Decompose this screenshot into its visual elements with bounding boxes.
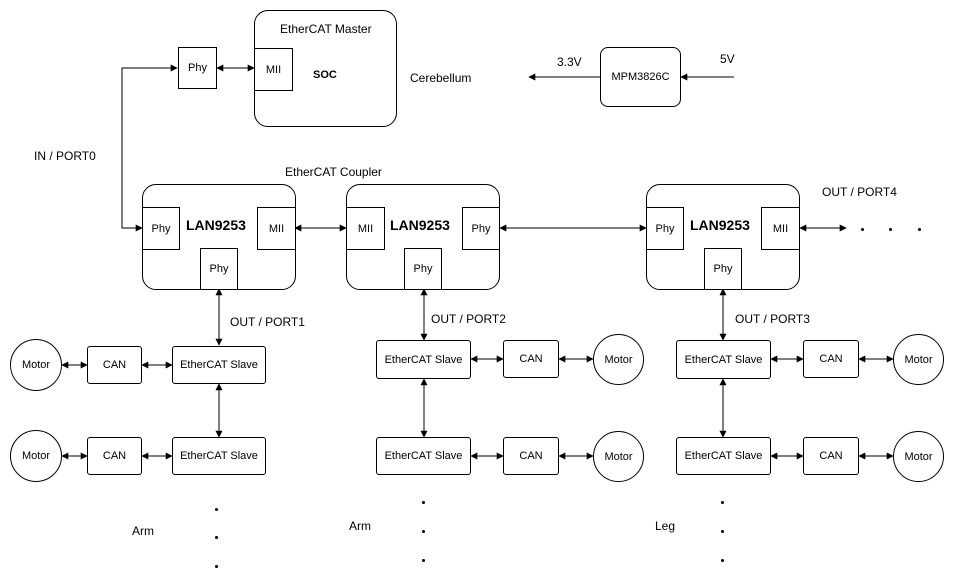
power-out-label: 3.3V (557, 55, 582, 69)
ethercat-slave-4: EtherCAT Slave (376, 437, 471, 475)
can-1: CAN (87, 346, 142, 384)
chain2-dot-3 (422, 559, 425, 562)
ethercat-slave-6: EtherCAT Slave (676, 437, 771, 475)
in-port0-label: IN / PORT0 (34, 149, 96, 163)
group-label-2: Arm (349, 519, 371, 533)
port2-label: OUT / PORT2 (431, 312, 506, 326)
lan9253-3-phy-left: Phy (646, 207, 684, 250)
can-label: CAN (519, 353, 543, 365)
chain1-dot-1 (215, 508, 218, 511)
lan9253-2-mii-left: MII (346, 207, 385, 250)
chain2-dot-1 (422, 501, 425, 504)
phy-label: Phy (713, 263, 733, 275)
slave-label: EtherCAT Slave (180, 359, 258, 371)
slave-label: EtherCAT Slave (684, 353, 763, 366)
port1-label: OUT / PORT1 (230, 315, 305, 329)
motor-6: Motor (893, 431, 944, 482)
slave-label: EtherCAT Slave (180, 450, 258, 462)
chain1-dot-3 (215, 565, 218, 568)
mii-label: MII (772, 222, 789, 235)
lan9253-3-mii-right: MII (761, 207, 800, 250)
port4-label: OUT / PORT4 (822, 185, 897, 199)
in-port0-link (121, 64, 178, 232)
chain2-dot-2 (422, 530, 425, 533)
ethercat-slave-3: EtherCAT Slave (376, 340, 471, 379)
slave-label: EtherCAT Slave (384, 353, 463, 366)
group-label-1: Arm (132, 524, 154, 538)
lan9253-2-phy-right: Phy (462, 207, 500, 250)
phy-label: Phy (655, 222, 675, 235)
chain3-dot-3 (721, 559, 724, 562)
lan9253-1-label: LAN9253 (186, 217, 246, 233)
coupler-title: EtherCAT Coupler (285, 165, 382, 179)
can-label: CAN (819, 353, 843, 365)
phy-label: Phy (471, 222, 491, 235)
power-chip-box: MPM3826C (600, 47, 681, 107)
lan9253-3-phy-bottom: Phy (704, 248, 742, 290)
motor-5: Motor (893, 334, 944, 385)
motor-label: Motor (21, 359, 51, 371)
power-chip-label: MPM3826C (611, 71, 670, 83)
slave-label: EtherCAT Slave (384, 450, 463, 462)
chain3-dot-1 (721, 501, 724, 504)
soc-label: SOC (313, 69, 337, 81)
motor-label: Motor (604, 353, 633, 366)
motor-3: Motor (593, 334, 644, 385)
ethercat-slave-2: EtherCAT Slave (172, 437, 266, 475)
master-phy-label: Phy (188, 62, 207, 74)
mii-label: MII (268, 222, 285, 235)
master-mii-box: MII (254, 48, 293, 91)
can-label: CAN (819, 450, 843, 462)
master-mii-label: MII (265, 63, 282, 76)
phy-label: Phy (151, 222, 171, 235)
lan9253-3-label: LAN9253 (690, 217, 750, 233)
port4-dot-2 (889, 228, 892, 231)
can-label: CAN (519, 450, 543, 462)
mii-label: MII (357, 222, 374, 235)
motor-label: Motor (21, 450, 51, 462)
can-3: CAN (503, 340, 559, 378)
lan9253-1-phy-bottom: Phy (200, 248, 238, 290)
chain3-dot-2 (721, 530, 724, 533)
can-label: CAN (102, 359, 127, 371)
ethercat-slave-5: EtherCAT Slave (676, 340, 771, 379)
motor-label: Motor (604, 450, 633, 463)
power-in-label: 5V (720, 52, 735, 66)
phy-label: Phy (209, 263, 229, 275)
master-title: EtherCAT Master (280, 22, 372, 36)
can-4: CAN (503, 437, 559, 475)
group-label-3: Leg (655, 519, 676, 533)
can-2: CAN (87, 437, 142, 475)
port4-dot-1 (861, 228, 864, 231)
phy-label: Phy (413, 263, 433, 275)
port3-label: OUT / PORT3 (735, 312, 810, 326)
can-label: CAN (102, 450, 127, 462)
slave-label: EtherCAT Slave (684, 450, 763, 462)
motor-4: Motor (593, 431, 644, 482)
ethercat-slave-1: EtherCAT Slave (172, 346, 266, 384)
lan9253-2-label: LAN9253 (390, 217, 450, 233)
lan9253-2-phy-bottom: Phy (404, 248, 442, 290)
port4-dot-3 (918, 228, 921, 231)
chain1-dot-2 (215, 536, 218, 539)
cerebellum-label: Cerebellum (410, 71, 472, 85)
can-5: CAN (803, 340, 859, 378)
lan9253-1-mii-right: MII (257, 207, 296, 250)
motor-label: Motor (904, 450, 933, 463)
lan9253-1-phy-left: Phy (142, 207, 180, 250)
motor-2: Motor (10, 430, 62, 482)
master-phy-box: Phy (178, 47, 217, 89)
can-6: CAN (803, 437, 859, 475)
motor-1: Motor (10, 339, 62, 391)
motor-label: Motor (904, 353, 933, 366)
